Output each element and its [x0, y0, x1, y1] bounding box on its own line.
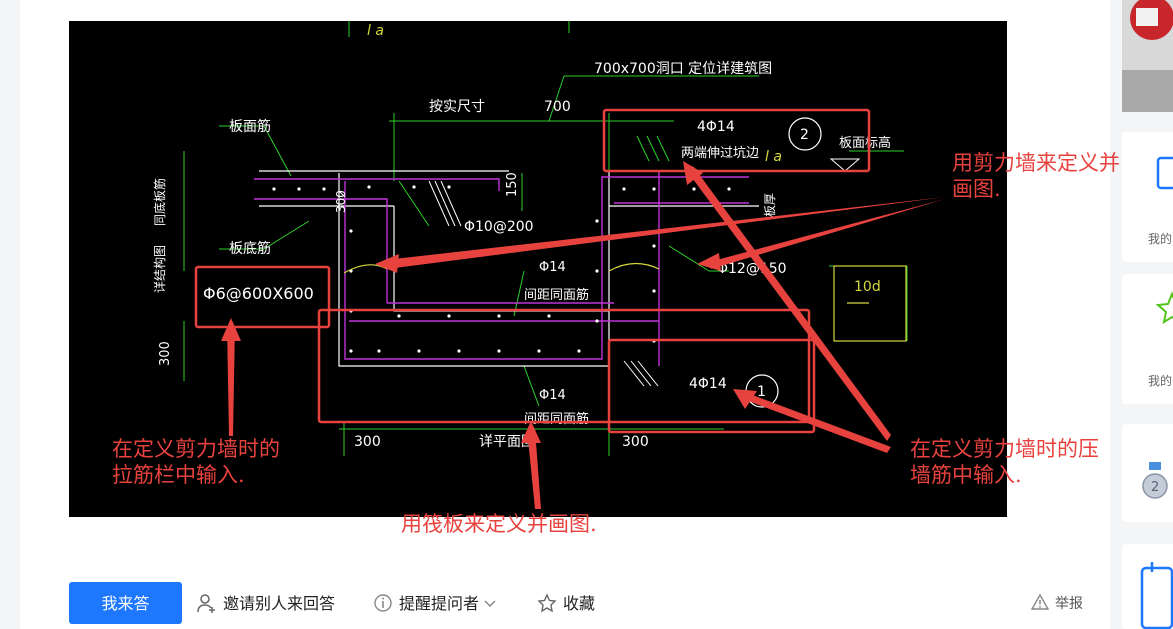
annotation-press-bars: 在定义剪力墙时的压 墙筋中输入. [910, 436, 1099, 488]
label-phi14-a: Φ14 [539, 260, 566, 275]
chevron-down-icon [484, 599, 496, 607]
label-circle-1: 1 [757, 384, 766, 400]
label-circle-2: 2 [800, 127, 809, 143]
question-icon [1156, 156, 1173, 190]
sidebar-banner-card[interactable] [1122, 0, 1173, 112]
sidebar-banner-image [1122, 0, 1173, 112]
page-gutter [0, 0, 20, 629]
annotation-boxes [194, 108, 871, 434]
annotation-tie-bars: 在定义剪力墙时的 拉筋栏中输入. [112, 436, 280, 488]
label-10d: 10d [854, 279, 881, 295]
answer-action-bar: 我来答 邀请别人来回答 提醒提问者 收藏 举报 [69, 582, 1099, 624]
cad-text: 700x700洞口 定位详建筑图 700 按实尺寸 板面筋 板底筋 150 30… [152, 61, 891, 450]
annotation-tie-bars-line1: 在定义剪力墙时的 [112, 437, 280, 461]
label-bottom-bars: 4Φ14 [689, 376, 727, 392]
label-phi10: Φ10@200 [464, 219, 534, 235]
la-labels: l a l a [367, 23, 782, 165]
annotation-arrows [221, 161, 945, 509]
right-sidebar: 我的 我的 2 [1122, 0, 1173, 629]
sidebar-label-1: 我的 [1148, 232, 1173, 246]
label-la-right: l a [765, 149, 782, 165]
sidebar-card-2[interactable]: 我的 [1122, 274, 1173, 404]
label-board-thickness: 板厚 [763, 193, 777, 217]
dimension-lines [183, 21, 908, 456]
annotation-tie-bars-line2: 拉筋栏中输入. [112, 463, 245, 487]
label-same-bottom: 同底板筋 [152, 178, 167, 226]
label-700: 700 [544, 99, 571, 115]
star-outline-icon [537, 592, 557, 612]
star-icon [1155, 291, 1173, 325]
label-300-left: 300 [158, 341, 173, 366]
annotation-press-bars-line2: 墙筋中输入. [910, 463, 1022, 487]
question-card: 700x700洞口 定位详建筑图 700 按实尺寸 板面筋 板底筋 150 30… [0, 0, 1110, 629]
annotation-raft: 用筏板来定义并画图. [401, 512, 597, 536]
sidebar-card-3[interactable]: 2 [1122, 424, 1173, 522]
report-link[interactable]: 举报 [1030, 582, 1083, 624]
label-phi6: Φ6@600X600 [203, 284, 314, 303]
label-board-elevation: 板面标高 [839, 135, 891, 151]
remind-asker-label: 提醒提问者 [399, 594, 480, 613]
annotation-press-bars-line1: 在定义剪力墙时的压 [910, 437, 1099, 461]
label-see-plan: 详平面图 [479, 434, 535, 450]
label-la-top: l a [367, 23, 384, 39]
label-actual-size: 按实尺寸 [429, 99, 485, 115]
label-300-bottom-left: 300 [354, 434, 381, 450]
annotation-shear-wall-line1: 用剪力墙来定义并 [952, 151, 1120, 175]
sidebar-card-1[interactable]: 我的 [1122, 132, 1173, 262]
warning-icon [1030, 593, 1050, 610]
label-see-structure: 详结构图 [152, 245, 167, 293]
label-300-bottom-right: 300 [622, 434, 649, 450]
label-spacing-a: 间距同面筋 [524, 287, 589, 303]
svg-text:2: 2 [1151, 480, 1159, 495]
label-top-bars: 4Φ14 [697, 119, 735, 135]
calendar-icon [1140, 562, 1173, 629]
medal-icon: 2 [1142, 462, 1168, 499]
label-both-ends: 两端伸过坑边 [681, 146, 759, 161]
label-board-top-rebar: 板面筋 [229, 118, 271, 135]
rebar-dots [272, 185, 731, 353]
label-board-bottom-rebar: 板底筋 [229, 240, 271, 257]
info-icon [374, 593, 392, 612]
favorite-button[interactable]: 收藏 [537, 582, 595, 624]
label-spacing-b: 间距同面筋 [524, 411, 589, 427]
label-opening: 700x700洞口 定位详建筑图 [594, 61, 772, 77]
invite-answer-label: 邀请别人来回答 [223, 594, 336, 613]
cad-diagram-image[interactable]: 700x700洞口 定位详建筑图 700 按实尺寸 板面筋 板底筋 150 30… [69, 21, 1007, 517]
elevation-mark [829, 158, 861, 172]
sidebar-card-4[interactable] [1122, 544, 1173, 629]
label-150: 150 [505, 172, 520, 197]
cad-drawing: 700x700洞口 定位详建筑图 700 按实尺寸 板面筋 板底筋 150 30… [152, 21, 945, 509]
label-300-vertical: 300 [334, 190, 348, 213]
label-phi14-b: Φ14 [539, 388, 566, 403]
hatch-marks [338, 180, 659, 387]
rebar-lines [254, 171, 749, 366]
annotation-shear-wall-line2: 画图. [952, 177, 1001, 201]
yellow-marks [343, 262, 907, 342]
report-label: 举报 [1055, 596, 1083, 612]
annotation-shear-wall: 用剪力墙来定义并 画图. [952, 150, 1120, 202]
remind-asker-menu[interactable]: 提醒提问者 [373, 582, 497, 624]
answer-button[interactable]: 我来答 [69, 582, 182, 624]
sidebar-label-2: 我的 [1148, 374, 1173, 388]
favorite-label: 收藏 [563, 594, 596, 613]
invite-answer-link[interactable]: 邀请别人来回答 [197, 582, 335, 624]
invite-user-icon [197, 593, 215, 613]
